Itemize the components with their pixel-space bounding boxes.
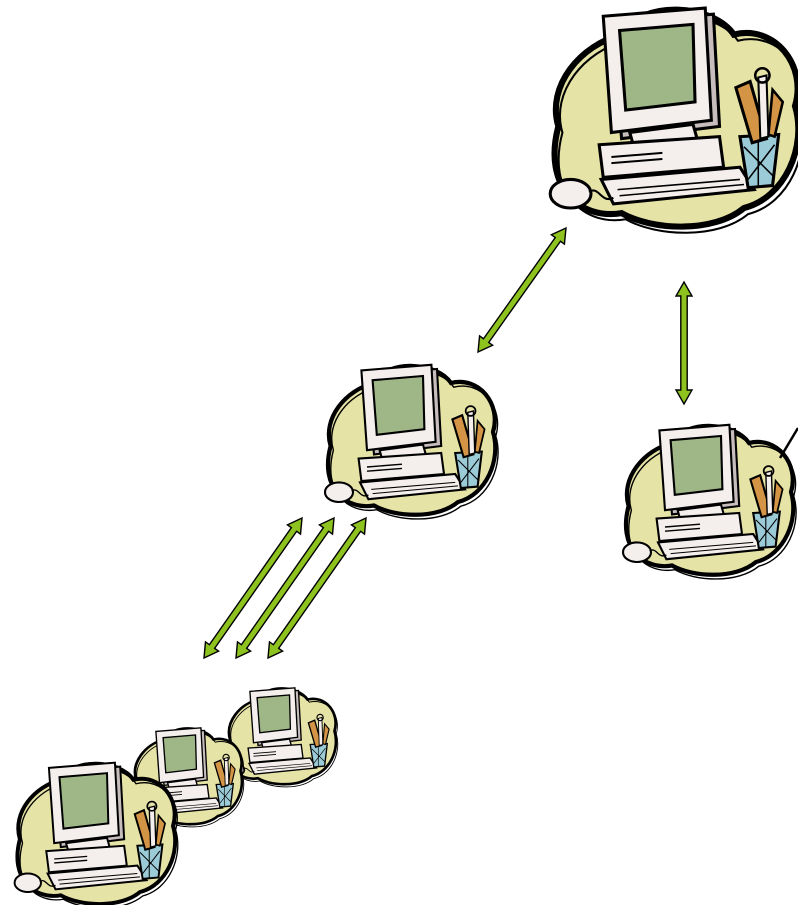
computer-clipart-icon	[325, 365, 498, 519]
bottom-computer-1	[15, 763, 178, 905]
top-computer	[550, 8, 798, 233]
computer-clipart-icon	[15, 763, 178, 905]
middle-computer	[325, 365, 498, 519]
computer-clipart-icon	[550, 8, 798, 233]
computer-clipart-icon	[623, 425, 796, 579]
connector-stub	[780, 428, 798, 458]
right-computer	[623, 425, 796, 579]
arrow-middle-computer-to-top-computer	[471, 223, 572, 356]
arrow-top-computer-to-right-computer	[676, 282, 692, 404]
